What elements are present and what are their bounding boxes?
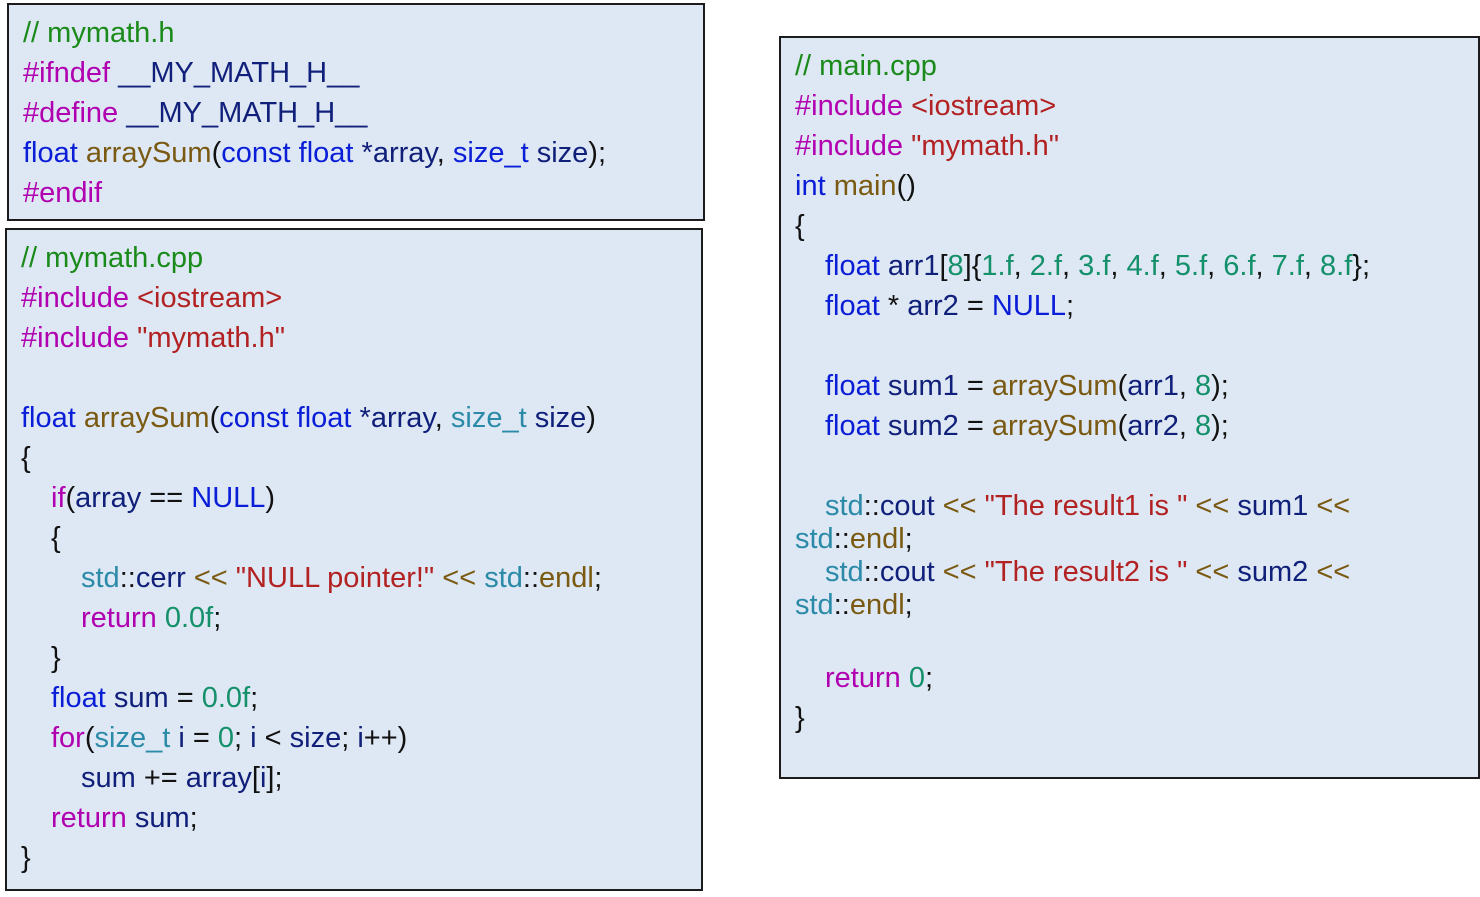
code-comment: // mymath.h [23,17,175,49]
code-line: { [795,210,805,242]
code-line: return 0.0f; [81,602,222,634]
code-line: std::endl; [795,523,913,555]
code-line: float * arr2 = NULL; [825,290,1075,322]
code-line: // main.cpp [795,46,1478,86]
code-line: #ifndef __MY_MATH_H__ [23,57,360,89]
mymath-h-code-box: // mymath.h #ifndef __MY_MATH_H__ #defin… [7,3,705,221]
code-line: std::endl; [795,589,913,621]
code-line: #include <iostream> [21,282,283,314]
code-line: float sum1 = arraySum(arr1, 8); [825,370,1229,402]
main-cpp-code-box: // main.cpp #include <iostream> #include… [779,36,1480,779]
code-comment: // mymath.cpp [21,242,204,274]
code-line: // mymath.cpp [21,238,701,278]
code-line-blank [795,618,1478,658]
code-line: return 0; [825,662,934,694]
code-line-blank [795,326,1478,366]
mymath-cpp-code-box: // mymath.cpp #include <iostream> #inclu… [5,228,703,891]
code-line: #define __MY_MATH_H__ [23,97,368,129]
code-line: std::cout << "The result2 is " << sum2 <… [825,556,1351,588]
code-line: // mymath.h [23,13,703,53]
code-line: float arr1[8]{1.f, 2.f, 3.f, 4.f, 5.f, 6… [825,250,1371,282]
code-line: for(size_t i = 0; i < size; i++) [51,722,408,754]
code-line: { [21,442,31,474]
code-line: sum += array[i]; [81,762,283,794]
code-line: std::cout << "The result1 is " << sum1 <… [825,490,1351,522]
code-line: #endif [23,177,103,209]
code-line-blank [795,446,1478,486]
code-line: float sum = 0.0f; [51,682,259,714]
code-line: return sum; [51,802,198,834]
code-line: { [51,522,61,554]
code-line: #include <iostream> [795,90,1057,122]
code-line: } [51,642,61,674]
code-line: std::cerr << "NULL pointer!" << std::end… [81,562,602,594]
code-line: #include "mymath.h" [795,130,1059,162]
code-comment: // main.cpp [795,50,937,82]
code-line: } [795,702,805,734]
code-line: } [21,842,31,874]
code-line: float arraySum(const float *array, size_… [21,402,596,434]
code-line: int main() [795,170,916,202]
code-line: float sum2 = arraySum(arr2, 8); [825,410,1229,442]
code-line: float arraySum(const float *array, size_… [23,137,607,169]
code-line: if(array == NULL) [51,482,276,514]
code-line-blank [21,358,701,398]
code-line: #include "mymath.h" [21,322,285,354]
